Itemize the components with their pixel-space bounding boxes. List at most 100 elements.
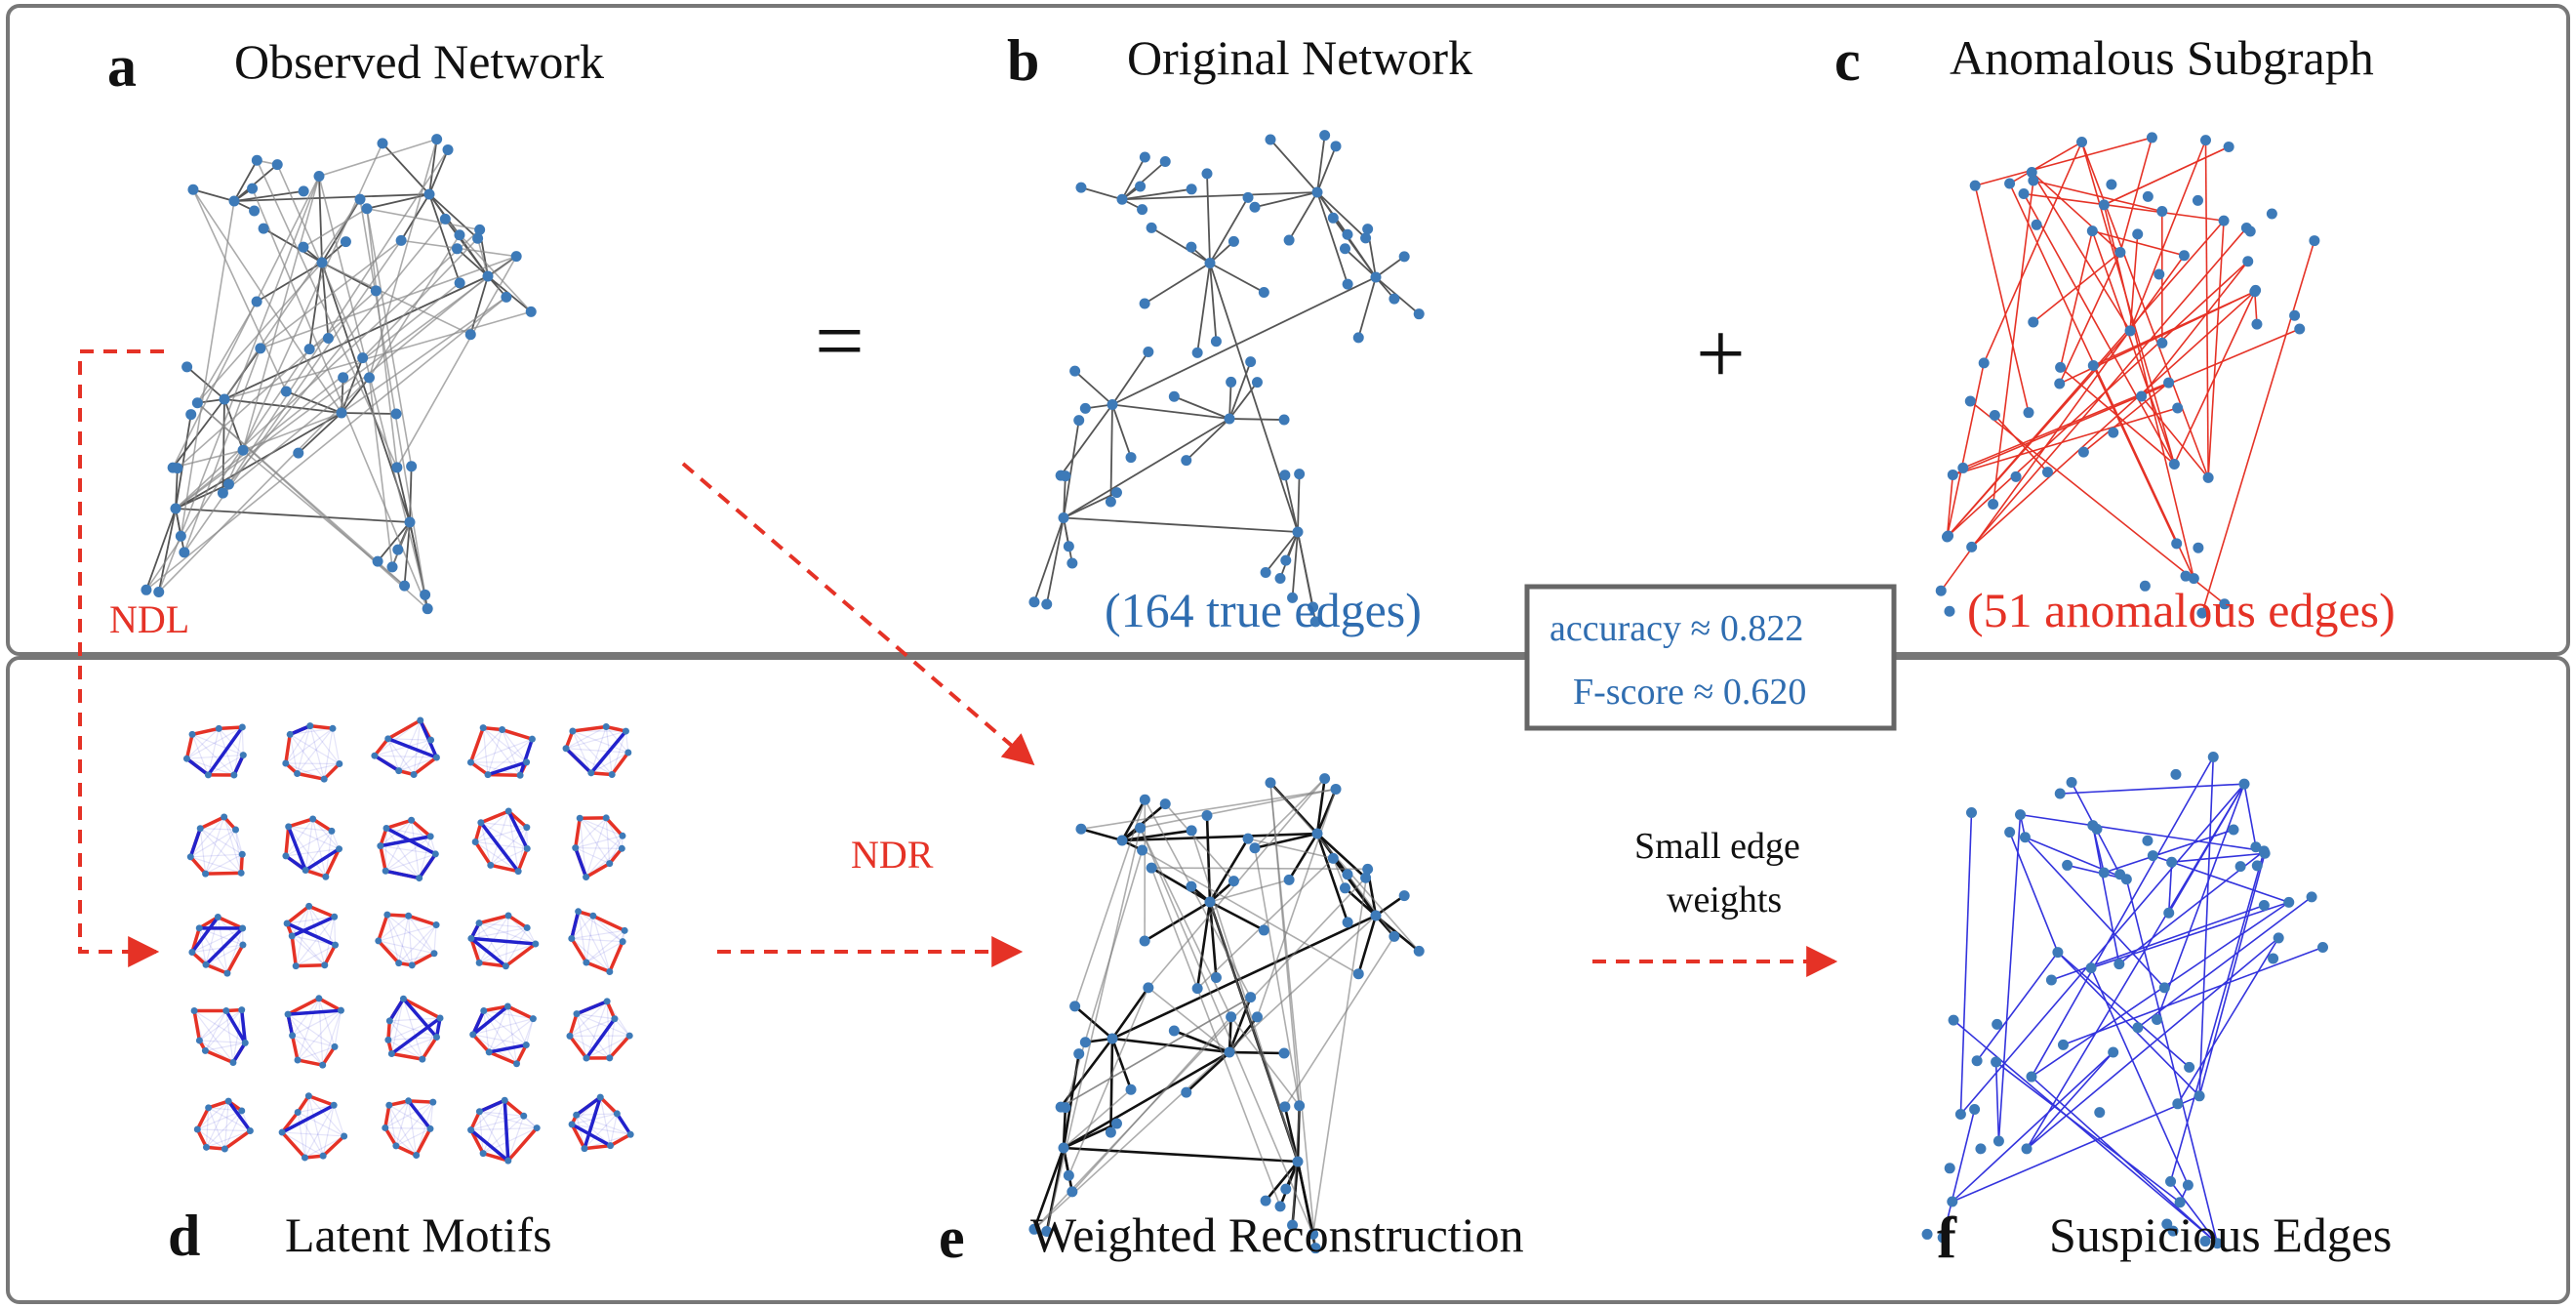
node <box>1186 241 1197 253</box>
edge <box>2092 229 2185 257</box>
node <box>228 195 240 207</box>
node <box>2077 446 2089 458</box>
node <box>1947 1196 1958 1207</box>
edge <box>428 193 461 284</box>
edge <box>1288 833 1319 881</box>
node <box>1226 376 1237 388</box>
node <box>1143 982 1154 994</box>
node <box>1060 470 1071 482</box>
node <box>1186 880 1197 892</box>
anomalous-subgraph-graph <box>1935 132 2320 619</box>
metrics-box <box>1524 584 1897 731</box>
edge <box>359 199 426 595</box>
node <box>1362 224 1374 235</box>
node <box>1309 1243 1321 1254</box>
edge <box>1297 531 1314 608</box>
edge <box>318 138 437 178</box>
node <box>501 291 512 303</box>
node <box>395 234 407 246</box>
node <box>1280 554 1292 566</box>
motif <box>375 911 440 969</box>
node <box>1028 1223 1040 1235</box>
motif <box>282 722 343 783</box>
node <box>2114 247 2126 259</box>
edge <box>1940 255 2186 592</box>
edge <box>2025 837 2127 880</box>
edge <box>242 176 320 451</box>
edge <box>428 193 479 239</box>
edge <box>1185 1051 1230 1094</box>
edge <box>1063 418 1230 519</box>
node <box>313 171 325 183</box>
node <box>464 329 476 341</box>
node <box>1168 1025 1180 1037</box>
edge <box>368 377 393 567</box>
edge <box>2090 967 2190 1186</box>
node <box>1274 1201 1286 1212</box>
node <box>370 285 382 297</box>
node <box>2171 538 2183 550</box>
node <box>1265 134 1276 145</box>
node <box>251 154 262 166</box>
edge <box>2031 171 2121 254</box>
node <box>222 478 234 490</box>
edge <box>192 188 235 202</box>
edge <box>2090 901 2290 969</box>
edge <box>366 207 480 231</box>
node <box>2054 788 2066 799</box>
node <box>2228 824 2239 836</box>
edge <box>1080 788 1337 831</box>
edge <box>2119 137 2153 253</box>
node <box>1370 910 1382 921</box>
edge <box>1150 226 1211 265</box>
edge <box>1357 276 1377 339</box>
edge <box>1357 915 1378 975</box>
edge <box>1254 847 1301 1106</box>
motif <box>382 1097 437 1160</box>
node <box>1228 235 1239 247</box>
edge <box>256 159 398 469</box>
node <box>316 257 328 268</box>
edge <box>1247 838 1334 860</box>
edge <box>2253 291 2258 325</box>
edge <box>1946 362 1985 538</box>
edge <box>2169 850 2266 1182</box>
edge <box>1316 145 1337 193</box>
edge <box>1196 857 1334 990</box>
edge <box>2091 230 2176 465</box>
node <box>2045 974 2057 986</box>
edge <box>1173 395 1230 420</box>
node <box>1069 365 1081 377</box>
node <box>1943 530 1954 542</box>
edge <box>180 200 235 537</box>
node <box>1058 1142 1069 1154</box>
node <box>2244 225 2256 237</box>
node <box>1278 414 1290 426</box>
node <box>255 343 266 354</box>
edge <box>1962 382 2169 470</box>
edge <box>1959 812 1973 1115</box>
edge <box>1284 474 1299 533</box>
node <box>1058 512 1069 523</box>
panel-title-anomalous: Anomalous Subgraph <box>1950 30 2374 85</box>
small-weights-label-1: Small edge <box>1634 826 1800 867</box>
node <box>2010 470 2022 482</box>
node <box>1159 155 1171 167</box>
weighted-reconstruction-graph <box>1028 773 1425 1254</box>
node <box>510 251 522 263</box>
edge <box>366 208 413 467</box>
node <box>1204 896 1216 908</box>
edge <box>2167 862 2173 914</box>
node <box>1265 777 1276 789</box>
node <box>2087 360 2099 372</box>
node <box>303 344 315 355</box>
node <box>2031 219 2042 230</box>
node <box>1342 917 1353 928</box>
edge <box>2104 829 2234 874</box>
motif <box>568 1093 634 1153</box>
node <box>1249 201 1261 213</box>
edge <box>2033 251 2121 323</box>
edge <box>1315 778 1326 835</box>
edge <box>1952 407 2178 476</box>
edge <box>233 163 278 202</box>
